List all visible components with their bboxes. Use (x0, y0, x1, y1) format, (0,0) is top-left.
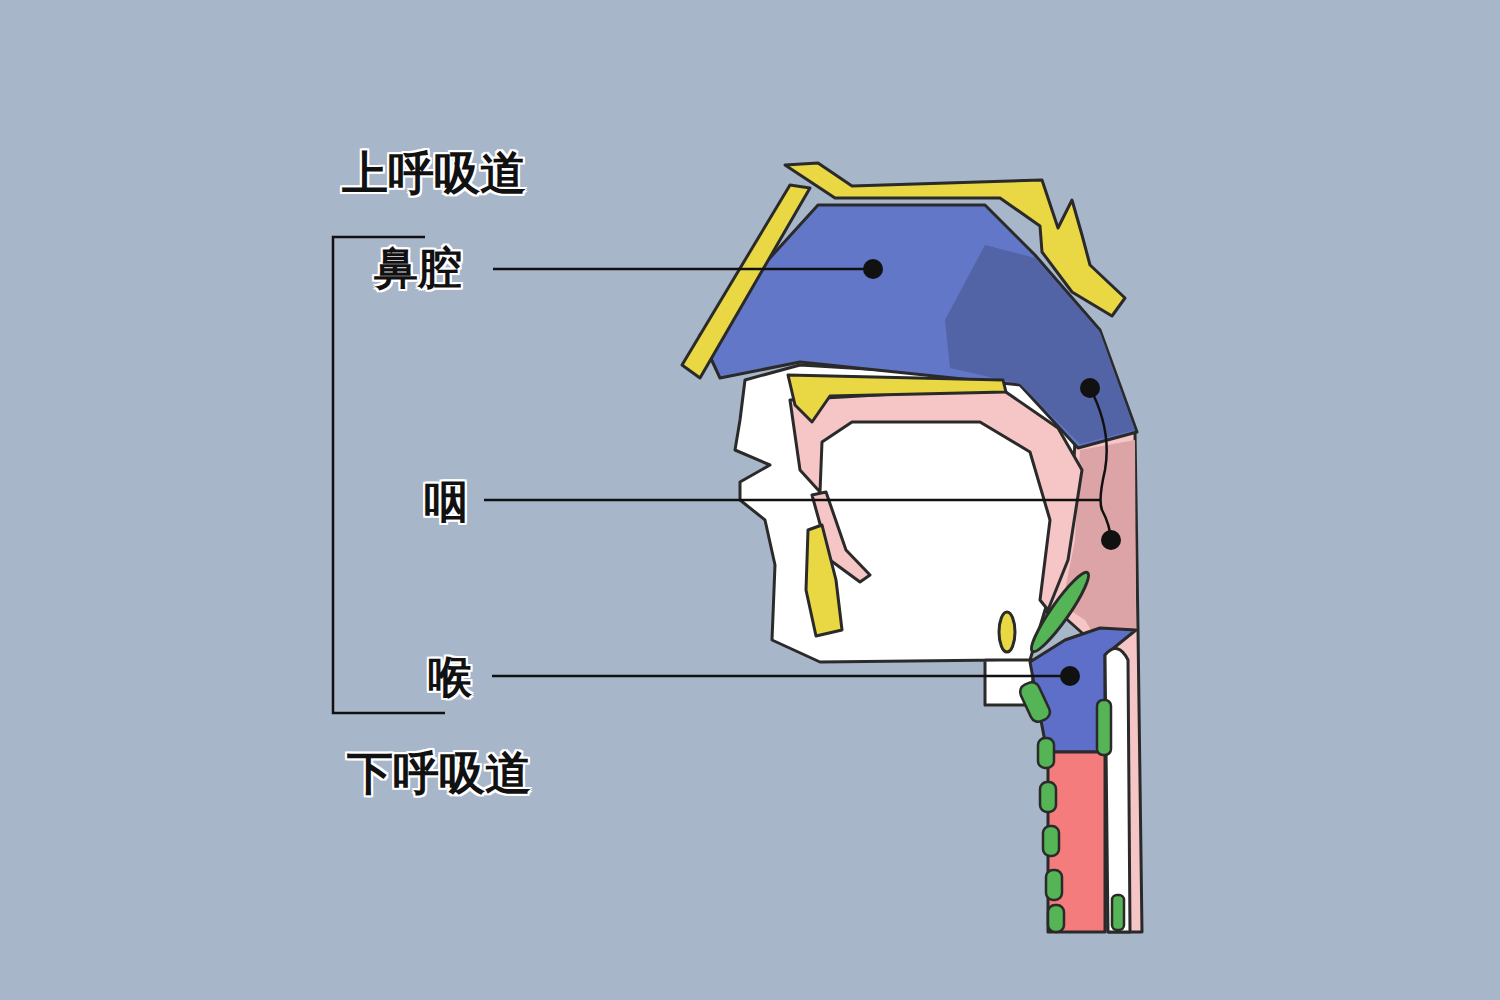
part-name: 喉 (428, 653, 472, 701)
skull-bone (785, 163, 1125, 316)
leader-brace (1090, 388, 1111, 540)
part-name: 咽 (424, 478, 468, 526)
face-shape (735, 365, 1085, 705)
jaw-bone (806, 525, 842, 636)
cartilage-rings (1017, 680, 1124, 932)
hyoid-bone (999, 612, 1015, 652)
region-heading: 上呼吸道 (342, 148, 526, 199)
epiglottis (1025, 568, 1095, 657)
nasal-bone (682, 185, 810, 378)
leader-line (493, 268, 873, 271)
leader-dot (1101, 530, 1121, 550)
leader-dot (863, 259, 883, 279)
palate-bone (788, 375, 1006, 422)
esophagus-shape (1105, 649, 1130, 932)
bracket (333, 237, 445, 713)
region-heading: 下呼吸道 (347, 748, 531, 799)
leader-dot (1060, 666, 1080, 686)
leader-dot (1080, 378, 1100, 398)
leader-line (492, 675, 1070, 678)
leader-line (484, 499, 1100, 502)
part-name: 鼻腔 (374, 244, 462, 292)
